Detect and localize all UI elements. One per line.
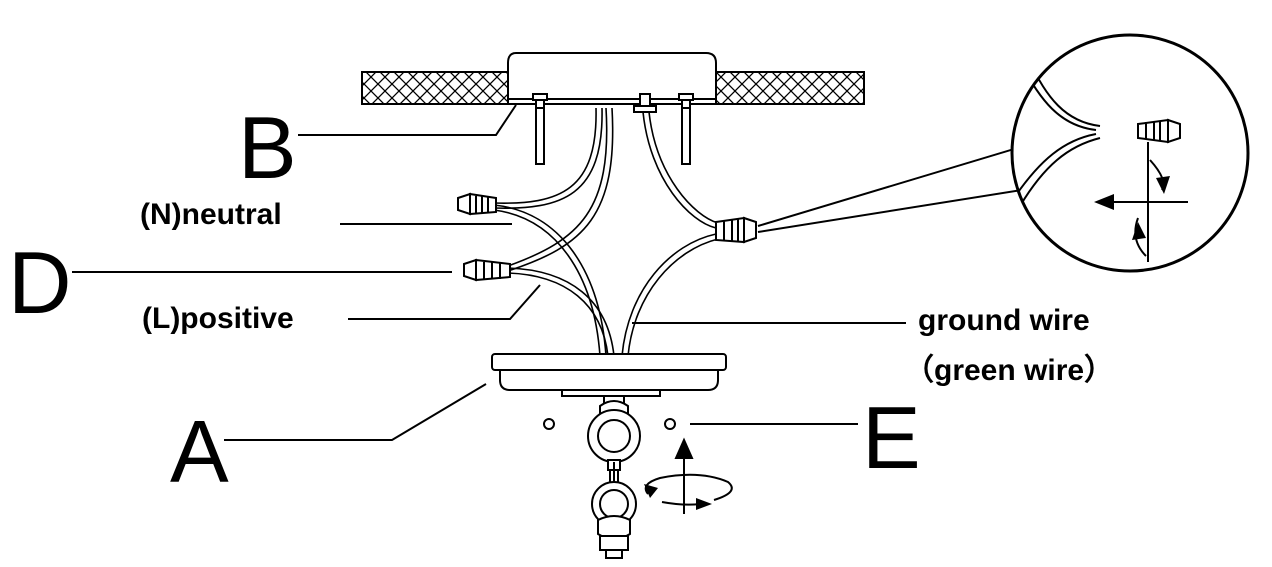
wire-nuts (457, 192, 757, 282)
leader-lines (72, 104, 906, 441)
label-green-wire: （green wire） (904, 354, 1115, 387)
wires (493, 107, 719, 357)
label-ground-wire: ground wire (918, 304, 1090, 337)
zoom-detail (757, 33, 1250, 273)
canopy (491, 353, 727, 397)
mounting-screws (532, 93, 694, 165)
label-d: D (8, 233, 72, 332)
rotation-arrow-icon (1094, 142, 1188, 262)
rotation-arrow-icon (644, 437, 733, 514)
label-b: B (238, 98, 297, 197)
label-positive: (L)positive (142, 302, 294, 335)
ceiling (361, 71, 865, 105)
label-a: A (170, 402, 229, 501)
label-neutral: (N)neutral (140, 198, 282, 231)
label-e: E (862, 388, 921, 487)
fixture-hanger (543, 395, 676, 559)
